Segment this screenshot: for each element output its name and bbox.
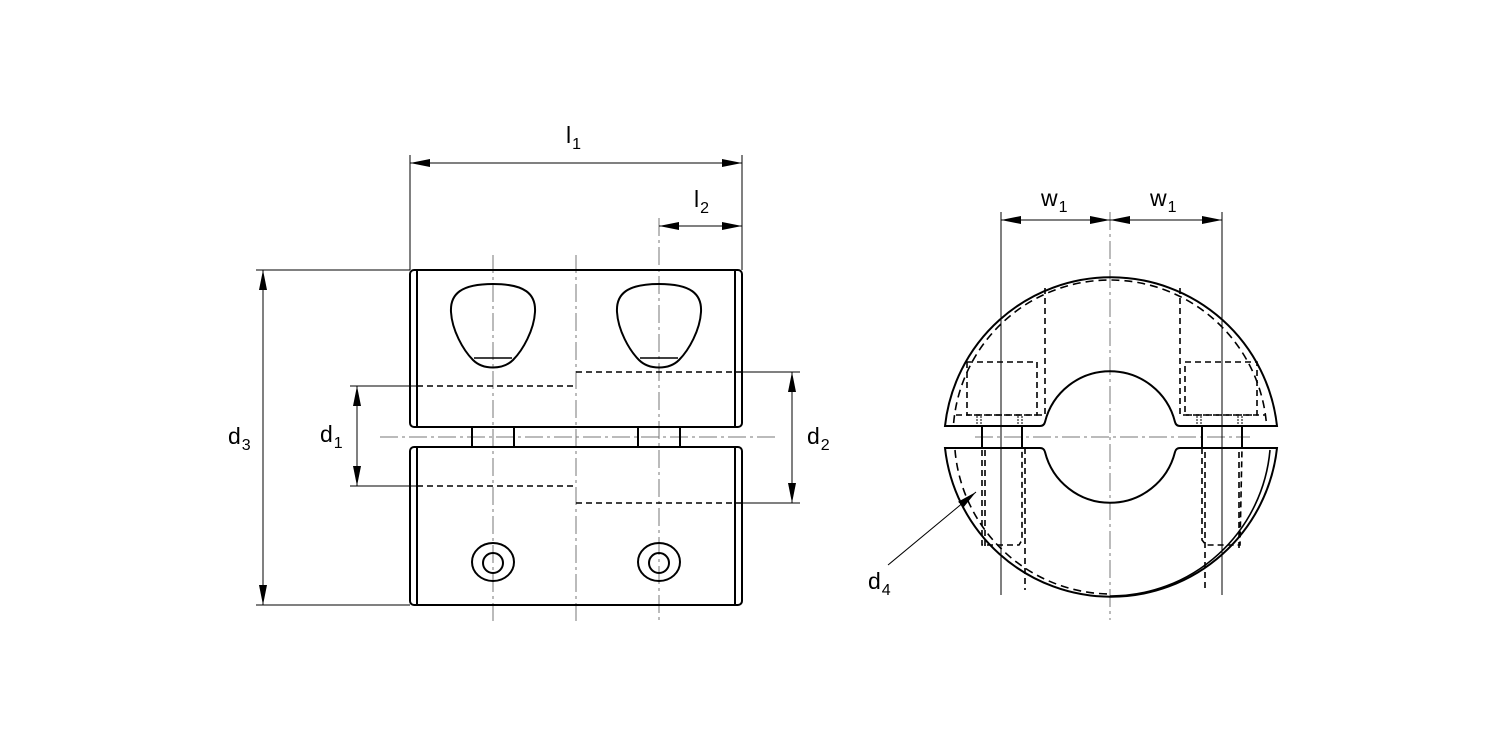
dimension-lines	[887, 212, 1223, 595]
dim-label-d2: d2	[807, 423, 830, 454]
d4-leader	[887, 491, 977, 566]
dim-label-d4: d4	[868, 568, 891, 599]
dim-label-w1-right: w1	[1150, 185, 1177, 216]
thread-marks	[976, 416, 1243, 426]
screw-hole-left	[471, 542, 515, 582]
dim-label-d1: d1	[320, 421, 343, 452]
screw-shanks	[981, 426, 1243, 448]
dim-label-d3: d3	[228, 423, 251, 454]
dim-label-w1-left: w1	[1041, 185, 1068, 216]
upper-clamp-half	[409, 269, 743, 428]
dim-label-l2: l2	[694, 186, 710, 217]
lower-half-front	[943, 447, 1279, 598]
screw-pocket-right	[615, 282, 703, 369]
screw-pocket-left	[449, 282, 537, 369]
upper-half-front	[943, 276, 1279, 427]
front-view	[887, 212, 1279, 620]
screw-hole-right	[637, 542, 681, 582]
centerlines	[380, 218, 775, 622]
dimension-lines	[256, 155, 800, 606]
dim-label-l1: l1	[566, 122, 582, 153]
lower-clamp-half	[409, 446, 743, 606]
centerlines	[975, 212, 1250, 620]
side-view	[256, 155, 800, 622]
